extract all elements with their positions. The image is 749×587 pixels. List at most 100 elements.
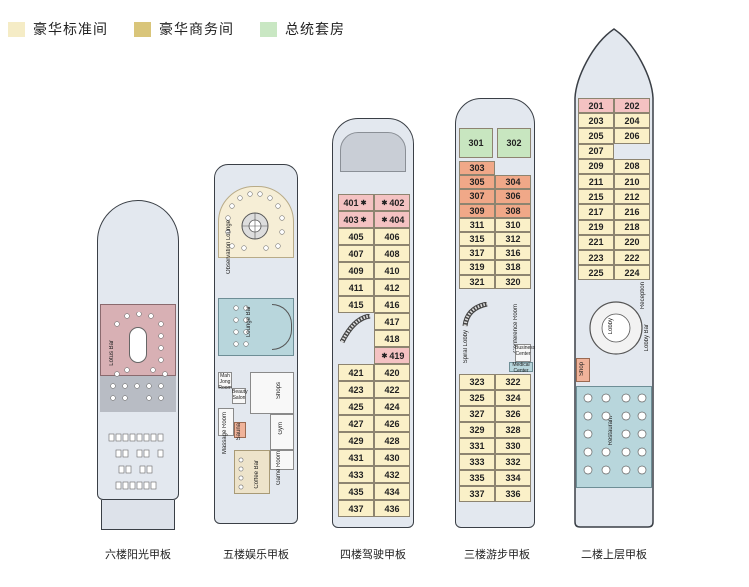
cabin-room[interactable]: 205 (578, 128, 614, 144)
cabin-room[interactable]: 333 (459, 454, 495, 470)
cabin-room[interactable]: 317 (459, 246, 495, 261)
upper-grey-area (100, 376, 176, 412)
cabin-room[interactable]: 217 (578, 204, 614, 220)
cabin-room[interactable]: 424 (374, 398, 410, 415)
cabin-room[interactable]: 409 (338, 262, 374, 279)
suite-room[interactable]: 302 (497, 128, 531, 158)
cabin-room[interactable]: 310 (495, 217, 531, 232)
legend-label: 豪华商务间 (159, 22, 234, 38)
cabin-room[interactable]: 218 (614, 219, 650, 235)
cabin-room[interactable]: 305 (459, 175, 495, 190)
cabin-room[interactable]: 335 (459, 470, 495, 486)
cabin-room[interactable]: 336 (495, 486, 531, 502)
cabin-room[interactable]: 322 (495, 374, 531, 390)
cabin-room[interactable]: 433 (338, 466, 374, 483)
cabin-room[interactable]: 425 (338, 398, 374, 415)
cabin-room[interactable]: 309 (459, 203, 495, 218)
cabin-room[interactable]: 408 (374, 245, 410, 262)
cabin-room[interactable]: 210 (614, 174, 650, 190)
cabin-room[interactable]: 312 (495, 232, 531, 247)
cabin-room[interactable]: 418 (374, 330, 410, 347)
cabin-room[interactable]: 427 (338, 415, 374, 432)
cabin-room[interactable]: 410 (374, 262, 410, 279)
cabin-room[interactable]: 319 (459, 260, 495, 275)
cabin-room[interactable]: 337 (459, 486, 495, 502)
cabin-room[interactable]: 320 (495, 274, 531, 289)
cabin-room[interactable]: 225 (578, 265, 614, 281)
cabin-room[interactable]: 429 (338, 432, 374, 449)
cabin-room[interactable]: 219 (578, 219, 614, 235)
cabin-room[interactable]: 421 (338, 364, 374, 381)
cabin-room[interactable]: 316 (495, 246, 531, 261)
cabin-room[interactable]: 315 (459, 232, 495, 247)
cabin-room[interactable]: 211 (578, 174, 614, 190)
cabin-room[interactable]: ✱402 (374, 194, 410, 211)
cabin-room[interactable]: 326 (495, 406, 531, 422)
cabin-room[interactable]: 436 (374, 500, 410, 517)
cabin-room[interactable]: 221 (578, 234, 614, 250)
cabin-room[interactable]: 323 (459, 374, 495, 390)
cabin-room[interactable]: 411 (338, 279, 374, 296)
cabin-room[interactable]: 327 (459, 406, 495, 422)
cabin-room[interactable]: 308 (495, 203, 531, 218)
deck-six: Lotus Bar (97, 200, 179, 530)
cabin-room[interactable]: 223 (578, 250, 614, 266)
cabin-room[interactable]: 311 (459, 217, 495, 232)
cabin-room[interactable]: 403✱ (338, 211, 374, 228)
cabin-room[interactable]: 407 (338, 245, 374, 262)
cabin-room[interactable]: 415 (338, 296, 374, 313)
cabin-room[interactable]: 431 (338, 449, 374, 466)
cabin-room[interactable]: 423 (338, 381, 374, 398)
cabin-room[interactable]: 222 (614, 250, 650, 266)
cabin-room[interactable]: 208 (614, 158, 650, 174)
cabin-room[interactable]: 426 (374, 415, 410, 432)
cabin-room[interactable]: 212 (614, 189, 650, 205)
cabin-room[interactable]: 306 (495, 189, 531, 204)
cabin-room[interactable]: 207 (578, 143, 614, 159)
cabin-room[interactable]: 318 (495, 260, 531, 275)
cabin-room[interactable]: 204 (614, 113, 650, 129)
cabin-room[interactable]: 220 (614, 234, 650, 250)
cabin-room[interactable]: 432 (374, 466, 410, 483)
cabin-room[interactable]: ✱419 (374, 347, 410, 364)
room-number: 419 (389, 350, 405, 361)
cabin-room[interactable]: 202 (614, 98, 650, 114)
cabin-room[interactable]: 224 (614, 265, 650, 281)
cabin-room[interactable]: 422 (374, 381, 410, 398)
suite-room[interactable]: 301 (459, 128, 493, 158)
cabin-room[interactable]: 332 (495, 454, 531, 470)
cabin-room[interactable]: 330 (495, 438, 531, 454)
cabin-room[interactable]: 428 (374, 432, 410, 449)
cabin-room[interactable]: 201 (578, 98, 614, 114)
cabin-room[interactable]: 303 (459, 161, 495, 176)
cabin-room[interactable]: ✱404 (374, 211, 410, 228)
cabin-room[interactable]: 307 (459, 189, 495, 204)
cabin-room[interactable]: 405 (338, 228, 374, 245)
cabin-room[interactable]: 206 (614, 128, 650, 144)
cabin-room[interactable]: 325 (459, 390, 495, 406)
cabin-room[interactable]: 401✱ (338, 194, 374, 211)
cabin-room[interactable]: 203 (578, 113, 614, 129)
cabin-room[interactable]: 215 (578, 189, 614, 205)
cabin-room[interactable]: 329 (459, 422, 495, 438)
cabin-room[interactable]: 430 (374, 449, 410, 466)
coffee-bar-label: Coffee Bar (254, 460, 260, 489)
cabin-room[interactable]: 331 (459, 438, 495, 454)
cabin-room[interactable]: 324 (495, 390, 531, 406)
cabin-room[interactable]: 412 (374, 279, 410, 296)
cabin-room[interactable]: 420 (374, 364, 410, 381)
cabin-room[interactable]: 216 (614, 204, 650, 220)
cabin-room[interactable]: 416 (374, 296, 410, 313)
cabin-room[interactable]: 209 (578, 158, 614, 174)
cabin-room[interactable]: 406 (374, 228, 410, 245)
cabin-room[interactable]: 334 (495, 470, 531, 486)
cabin-room[interactable]: 417 (374, 313, 410, 330)
cabin-room[interactable]: 304 (495, 175, 531, 190)
cabin-room[interactable]: 321 (459, 274, 495, 289)
cabin-room[interactable]: 435 (338, 483, 374, 500)
cabin-room[interactable]: 437 (338, 500, 374, 517)
spiral-lobby-label: Spiral Lobby (463, 330, 469, 364)
cabin-room[interactable]: 434 (374, 483, 410, 500)
cabin-room[interactable]: 328 (495, 422, 531, 438)
